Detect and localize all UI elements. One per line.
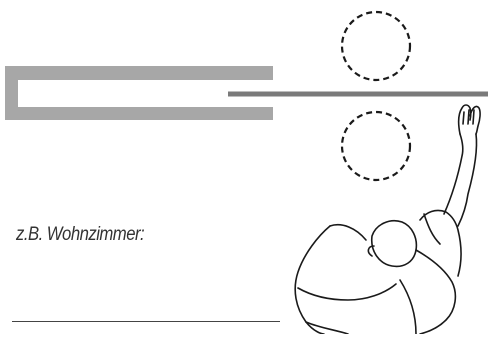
- dashed-circle-top-icon: [340, 10, 412, 82]
- answer-line: [12, 321, 280, 322]
- dashed-circle-bottom-icon: [340, 110, 412, 182]
- room-label: z.B. Wohnzimmer:: [16, 224, 145, 245]
- person-pointing-up-icon: [294, 104, 481, 335]
